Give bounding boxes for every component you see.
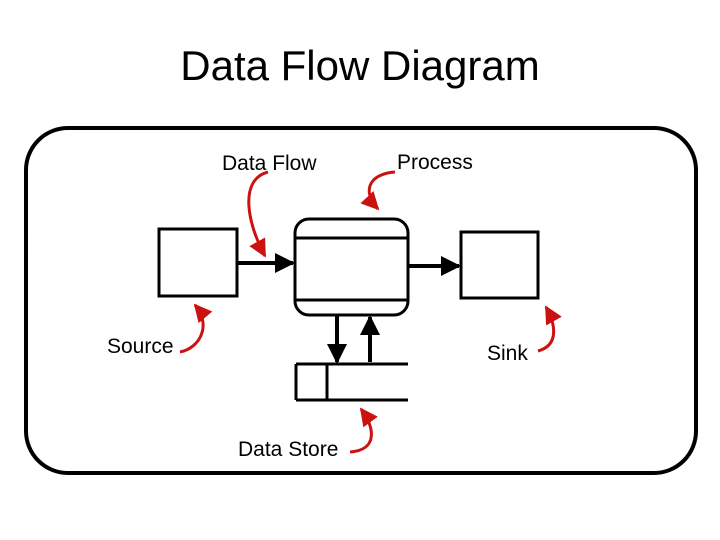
label-sink: Sink [487,342,528,365]
pointer-arrow-data-store [349,407,378,454]
pointer-arrow-data-flow [247,170,269,258]
label-data-flow: Data Flow [222,152,317,175]
source-box [157,227,239,298]
sink-box [459,230,540,300]
pointer-arrow-source [179,303,213,354]
label-process: Process [397,151,473,174]
diagram-frame [24,126,698,475]
label-data-store: Data Store [238,438,339,461]
process-box [293,217,410,317]
data-store-shape [294,362,408,402]
pointer-arrow-process [360,170,396,211]
diagram-title: Data Flow Diagram [180,42,540,89]
label-source: Source [107,335,174,358]
pointer-arrow-sink [537,305,562,353]
